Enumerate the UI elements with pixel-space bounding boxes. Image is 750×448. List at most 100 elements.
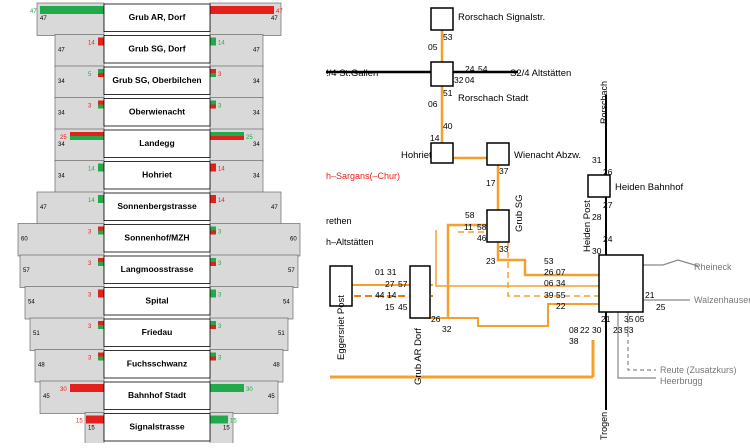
minute: 05: [635, 314, 645, 324]
bar-minute: 30: [246, 387, 253, 393]
left-panel: [24, 286, 105, 320]
station-name: Sonnenbergstrasse: [117, 201, 197, 211]
minute: 37: [499, 166, 509, 176]
box-grub-ar-dorf: [409, 265, 431, 319]
minute: 27: [385, 279, 395, 289]
right-bar: [210, 258, 216, 262]
left-panel: [54, 34, 105, 68]
left-bar: [98, 325, 104, 329]
minute: 27: [603, 200, 613, 210]
station-box: [103, 98, 211, 127]
bar-minute: 47: [276, 9, 283, 15]
bar-minute: 15: [230, 419, 237, 425]
minute: 57: [398, 279, 408, 289]
right-bar: [210, 325, 216, 329]
panel-minute: 34: [253, 142, 260, 148]
minute: 53: [624, 325, 634, 335]
bar-minute: 3: [88, 104, 92, 110]
bar-minute: 3: [218, 261, 222, 267]
box-heiden-post: [598, 254, 644, 313]
label-wienacht: Wienacht Abzw.: [514, 150, 581, 161]
minute: 46: [477, 233, 487, 243]
bar-minute: 3: [88, 324, 92, 330]
panel-minute: 47: [271, 205, 278, 211]
minute: 11: [464, 222, 473, 232]
minute: 40: [443, 121, 453, 131]
left-bar: [98, 226, 104, 231]
route-h-altstaetten: h–Altstätten: [326, 237, 374, 247]
route-altstaetten: S2/4 Altstätten: [510, 68, 571, 79]
right-bar: [210, 352, 216, 357]
panel-minute: 45: [43, 394, 50, 400]
minute: 14: [430, 133, 440, 143]
right-bar: [210, 100, 216, 105]
left-bar: [98, 195, 104, 203]
panel-minute: 60: [290, 237, 297, 243]
right-panel: [209, 317, 289, 351]
bar-minute: 14: [88, 41, 95, 47]
right-bar: [210, 132, 244, 136]
station-box: [103, 255, 211, 284]
minute: 51: [443, 88, 453, 98]
bar-minute: 14: [218, 167, 225, 173]
route-rheineck: Rheineck: [694, 262, 732, 272]
line-heerbrugg: [617, 312, 656, 379]
minute: 53: [443, 32, 453, 42]
right-bar: [210, 226, 216, 231]
box-wienacht: [486, 142, 510, 166]
panel-minute: 60: [21, 237, 28, 243]
minute: 07: [556, 267, 566, 277]
station-name: Landegg: [139, 138, 174, 148]
minute: 24: [603, 234, 613, 244]
minute: 58: [465, 210, 475, 220]
label-heiden-bahnhof: Heiden Bahnhof: [615, 182, 683, 193]
minute: 26: [431, 314, 441, 324]
bar-minute: 14: [218, 198, 225, 204]
right-bar: [210, 163, 216, 172]
right-bar: [210, 73, 216, 77]
minute: 22: [580, 325, 590, 335]
right-bar: [210, 37, 216, 46]
minute: 14: [387, 290, 397, 300]
bar-minute: 25: [60, 135, 67, 141]
network-diagram: Rorschach Signalstr. Rorschach Stadt Hoh…: [318, 0, 750, 443]
panel-minute: 34: [58, 79, 65, 85]
panel-minute: 47: [40, 205, 47, 211]
panel-minute: 34: [253, 79, 260, 85]
bar-minute: 30: [60, 387, 67, 393]
station-name: Bahnhof Stadt: [128, 390, 186, 400]
right-bar: [210, 262, 216, 266]
left-bar: [70, 132, 104, 136]
label-hohriet: Hohriet: [401, 150, 432, 161]
minute: 26: [603, 167, 613, 177]
station-box: [103, 66, 211, 95]
panel-minute: 47: [40, 16, 47, 22]
panel-minute: 57: [23, 268, 30, 274]
route-rorschach-top: Rorschach: [599, 81, 609, 124]
box-grub-sg: [486, 209, 510, 243]
station-name: Sonnenhof/MZH: [124, 232, 189, 242]
station-box: [103, 35, 211, 64]
station-name: Grub SG, Dorf: [128, 43, 185, 53]
minute: 06: [544, 278, 554, 288]
left-bar: [98, 230, 104, 235]
label-grub-ar-dorf: Grub AR Dorf: [413, 328, 424, 385]
right-bar: [210, 321, 216, 325]
minute: 33: [499, 244, 509, 254]
minute: 30: [592, 325, 602, 335]
station-name: Grub AR, Dorf: [129, 12, 186, 22]
station-box: [103, 192, 211, 221]
minute: 08: [569, 325, 579, 335]
right-bar: [210, 289, 216, 298]
left-bar: [98, 163, 104, 172]
panel-minute: 51: [278, 331, 285, 337]
minute: 54: [478, 64, 488, 74]
right-bar: [210, 356, 216, 361]
bar-minute: 14: [88, 198, 95, 204]
minute: 17: [486, 178, 496, 188]
panel-minute: 47: [58, 48, 65, 54]
bar-minute: 3: [218, 104, 222, 110]
station-box: [103, 3, 211, 32]
right-panel: [209, 349, 284, 383]
panel-minute: 57: [288, 268, 295, 274]
